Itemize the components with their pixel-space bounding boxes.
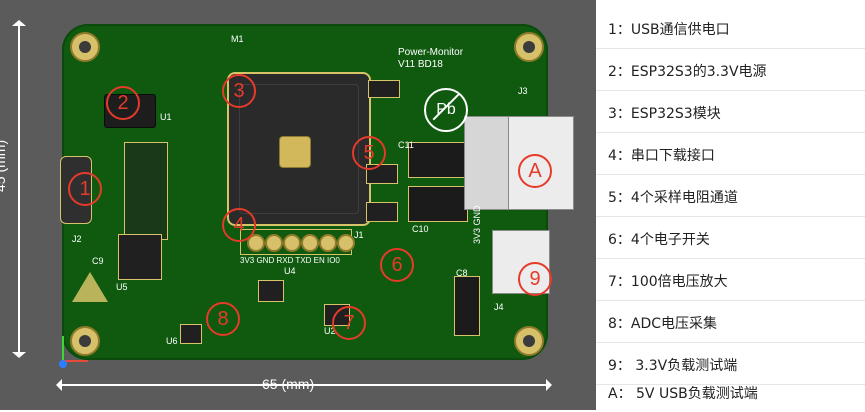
legend-item-text: 5：4个采样电阻通道	[608, 190, 738, 206]
legend-item-text: 8：ADC电压采集	[608, 316, 718, 332]
legend-item-text: 4：串口下载接口	[608, 148, 715, 164]
legend-item: 9： 3.3V负载测试端	[608, 346, 737, 384]
capacitor-c11	[408, 142, 468, 178]
silk-c8: C8	[456, 268, 468, 278]
marker-9: 9	[518, 262, 552, 296]
legend-item-text: A： 5V USB负载测试端	[608, 386, 758, 402]
legend-item-text: 7：100倍电压放大	[608, 274, 728, 290]
header-pin	[319, 234, 337, 252]
legend-panel: 1：USB通信供电口 2：ESP32S3的3.3V电源 3：ESP32S3模块 …	[596, 0, 865, 410]
marker-4: 4	[222, 208, 256, 242]
legend-item-text: 9： 3.3V负载测试端	[608, 358, 738, 374]
uart-header-j1	[240, 229, 355, 255]
legend-item: 8：ADC电压采集	[608, 304, 717, 342]
marker-a: A	[518, 154, 552, 188]
legend-divider	[596, 342, 865, 343]
legend-divider	[596, 90, 865, 91]
dimension-width-arrow-right	[546, 379, 552, 391]
legend-item: 1：USB通信供电口	[608, 10, 730, 48]
dimension-width-line	[62, 384, 548, 386]
marker-6: 6	[380, 248, 414, 282]
pb-free-icon: Pb	[424, 88, 468, 132]
legend-item: 4：串口下载接口	[608, 136, 715, 174]
legend-item-text: 6：4个电子开关	[608, 232, 710, 248]
marker-1: 1	[68, 172, 102, 206]
silk-u1: U1	[160, 112, 172, 122]
marker-2: 2	[106, 86, 140, 120]
silk-j3: J3	[518, 86, 528, 96]
capacitor-c10	[408, 186, 468, 222]
mounting-hole	[514, 32, 544, 62]
header-pin	[283, 234, 301, 252]
legend-item: 3：ESP32S3模块	[608, 94, 721, 132]
mounting-hole	[514, 326, 544, 356]
silk-c9: C9	[92, 256, 104, 266]
marker-5: 5	[352, 136, 386, 170]
legend-divider	[596, 132, 865, 133]
ic-u4	[258, 280, 284, 302]
dimension-height-line	[18, 26, 20, 356]
silk-j1: J1	[354, 230, 364, 240]
legend-item: 5：4个采样电阻通道	[608, 178, 738, 216]
dimension-height-label: 45 (mm)	[0, 139, 8, 192]
silk-u2: U2	[324, 326, 336, 336]
axis-indicator-icon	[56, 330, 96, 370]
header-pin	[247, 234, 265, 252]
legend-divider	[596, 300, 865, 301]
legend-divider	[596, 174, 865, 175]
mounting-hole	[70, 326, 100, 356]
component-pads	[124, 142, 168, 240]
legend-item: 6：4个电子开关	[608, 220, 710, 258]
header-pin	[265, 234, 283, 252]
header-pin	[301, 234, 319, 252]
module-center-pads	[279, 136, 311, 168]
dimension-height-arrow-bottom	[12, 352, 26, 358]
legend-item-text: 2：ESP32S3的3.3V电源	[608, 64, 767, 80]
mounting-hole	[70, 32, 100, 62]
capacitor-c8	[454, 276, 480, 336]
silk-module-label: M1	[231, 34, 244, 44]
silk-u4: U4	[284, 266, 296, 276]
legend-divider	[596, 216, 865, 217]
legend-divider	[596, 48, 865, 49]
silk-j4-pins: 3V3 GND	[472, 205, 482, 244]
connector-j3	[464, 116, 510, 210]
ic-u6	[180, 324, 202, 344]
header-pin	[337, 234, 355, 252]
silk-version: V11 BD18	[398, 59, 443, 70]
legend-item: 2：ESP32S3的3.3V电源	[608, 52, 767, 90]
silk-header-labels: 3V3 GND RXD TXD EN IO0	[240, 256, 340, 265]
legend-item: 7：100倍电压放大	[608, 262, 728, 300]
marker-8: 8	[206, 302, 240, 336]
q2-package	[368, 80, 400, 98]
pcb-render-area: Power-Monitor V11 BD18 M1 J2 U1	[0, 0, 596, 410]
silk-j4: J4	[494, 302, 504, 312]
marker-7: 7	[332, 306, 366, 340]
marker-3: 3	[222, 74, 256, 108]
silk-c10: C10	[412, 224, 429, 234]
silk-j2: J2	[72, 234, 82, 244]
silk-u6: U6	[166, 336, 178, 346]
dimension-width-arrow-left	[56, 379, 62, 391]
legend-divider	[596, 258, 865, 259]
silk-c11: C11	[398, 140, 414, 150]
silk-u5: U5	[116, 282, 128, 292]
pcb-board: Power-Monitor V11 BD18 M1 J2 U1	[60, 24, 574, 360]
legend-item: A： 5V USB负载测试端	[608, 374, 758, 412]
legend-item-text: 3：ESP32S3模块	[608, 106, 721, 122]
mosfet-q5	[366, 202, 398, 222]
esd-warning-icon	[72, 272, 108, 302]
legend-divider	[596, 384, 865, 385]
silk-title: Power-Monitor	[398, 47, 464, 58]
legend-item-text: 1：USB通信供电口	[608, 22, 730, 38]
dimension-height-arrow-top	[12, 20, 26, 26]
ic-u5	[118, 234, 162, 280]
